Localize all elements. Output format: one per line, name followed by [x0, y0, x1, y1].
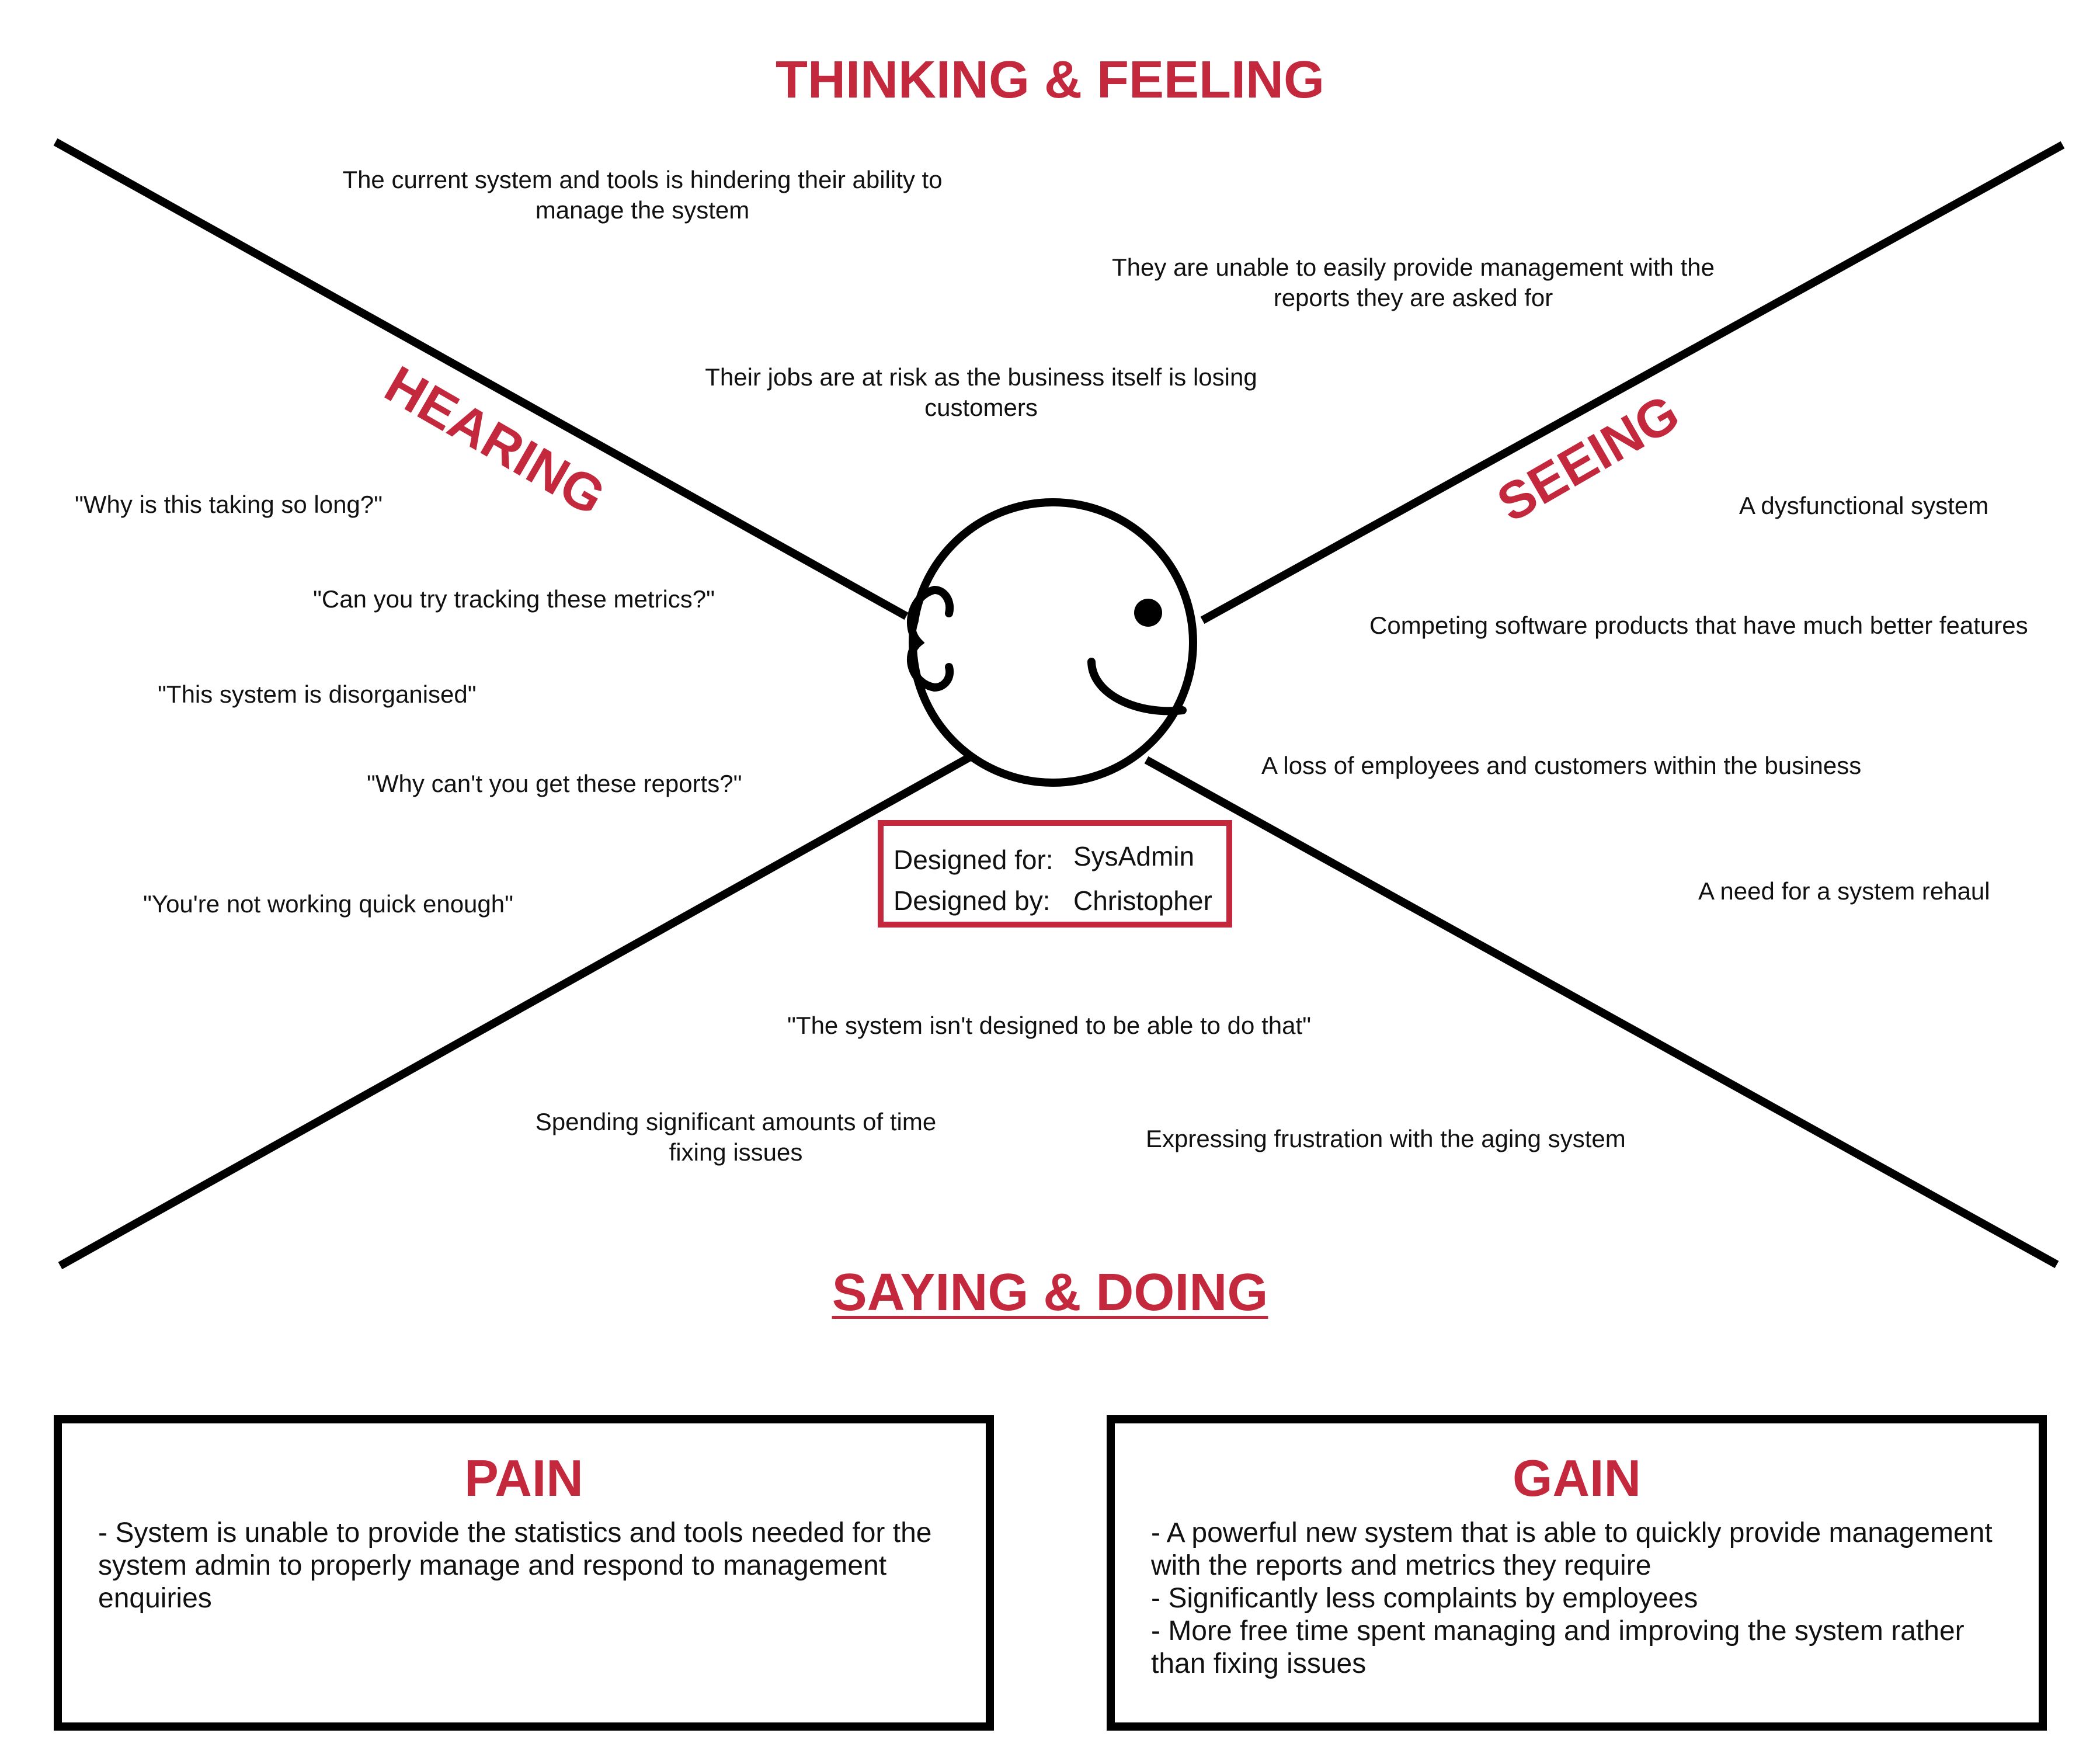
thinking-note-1: The current system and tools is hinderin… [342, 166, 943, 224]
seeing-note-4: A need for a system rehaul [1698, 877, 1990, 905]
pain-title: PAIN [464, 1449, 583, 1507]
thinking-note-2: They are unable to easily provide manage… [1112, 253, 1715, 311]
divider-bottom-right [1144, 756, 2059, 1269]
hearing-note-4: "Why can't you get these reports?" [367, 770, 742, 797]
gain-list: - A powerful new system that is able to … [1151, 1517, 2015, 1680]
designed-for-label: Designed for: [893, 845, 1054, 875]
gain-item: - Significantly less complaints by emplo… [1151, 1583, 1698, 1614]
divider-bottom-left [58, 752, 973, 1270]
saying-doing-heading-text: SAYING & DOING [832, 1263, 1268, 1322]
divider-top-right [1200, 141, 2065, 624]
saying-doing-heading: SAYING & DOING [0, 1266, 2100, 1319]
designed-by-value: Christopher [1073, 885, 1212, 916]
saying-note-1: "The system isn't designed to be able to… [787, 1012, 1312, 1039]
pain-list: - System is unable to provide the statis… [98, 1517, 962, 1615]
hearing-note-5: "You're not working quick enough" [143, 890, 514, 918]
designed-for-value: SysAdmin [1073, 841, 1195, 871]
divider-top-left [53, 138, 909, 620]
saying-note-2: Spending significant amounts of time fix… [535, 1108, 937, 1166]
seeing-note-2: Competing software products that have mu… [1369, 612, 2028, 639]
seeing-note-3: A loss of employees and customers within… [1261, 752, 1862, 779]
gain-item: - A powerful new system that is able to … [1151, 1517, 1993, 1581]
hearing-note-2: "Can you try tracking these metrics?" [313, 585, 715, 613]
pain-item: - System is unable to provide the statis… [98, 1517, 932, 1614]
saying-note-3: Expressing frustration with the aging sy… [1146, 1125, 1626, 1152]
gain-title: GAIN [1513, 1449, 1641, 1507]
designed-info-box: Designed for: SysAdmin Designed by: Chri… [878, 820, 1232, 928]
thinking-note-3: Their jobs are at risk as the business i… [705, 363, 1257, 421]
hearing-note-3: "This system is disorganised" [158, 680, 477, 708]
hearing-note-1: "Why is this taking so long?" [75, 491, 383, 518]
gain-panel: GAIN - A powerful new system that is abl… [1107, 1415, 2047, 1731]
gain-item: - More free time spent managing and impr… [1151, 1616, 1965, 1679]
seeing-note-1: A dysfunctional system [1739, 492, 1989, 519]
thinking-feeling-heading: THINKING & FEELING [776, 51, 1324, 109]
smiling-face-icon [907, 498, 1197, 787]
pain-panel: PAIN - System is unable to provide the s… [54, 1415, 994, 1731]
designed-by-label: Designed by: [893, 885, 1051, 916]
